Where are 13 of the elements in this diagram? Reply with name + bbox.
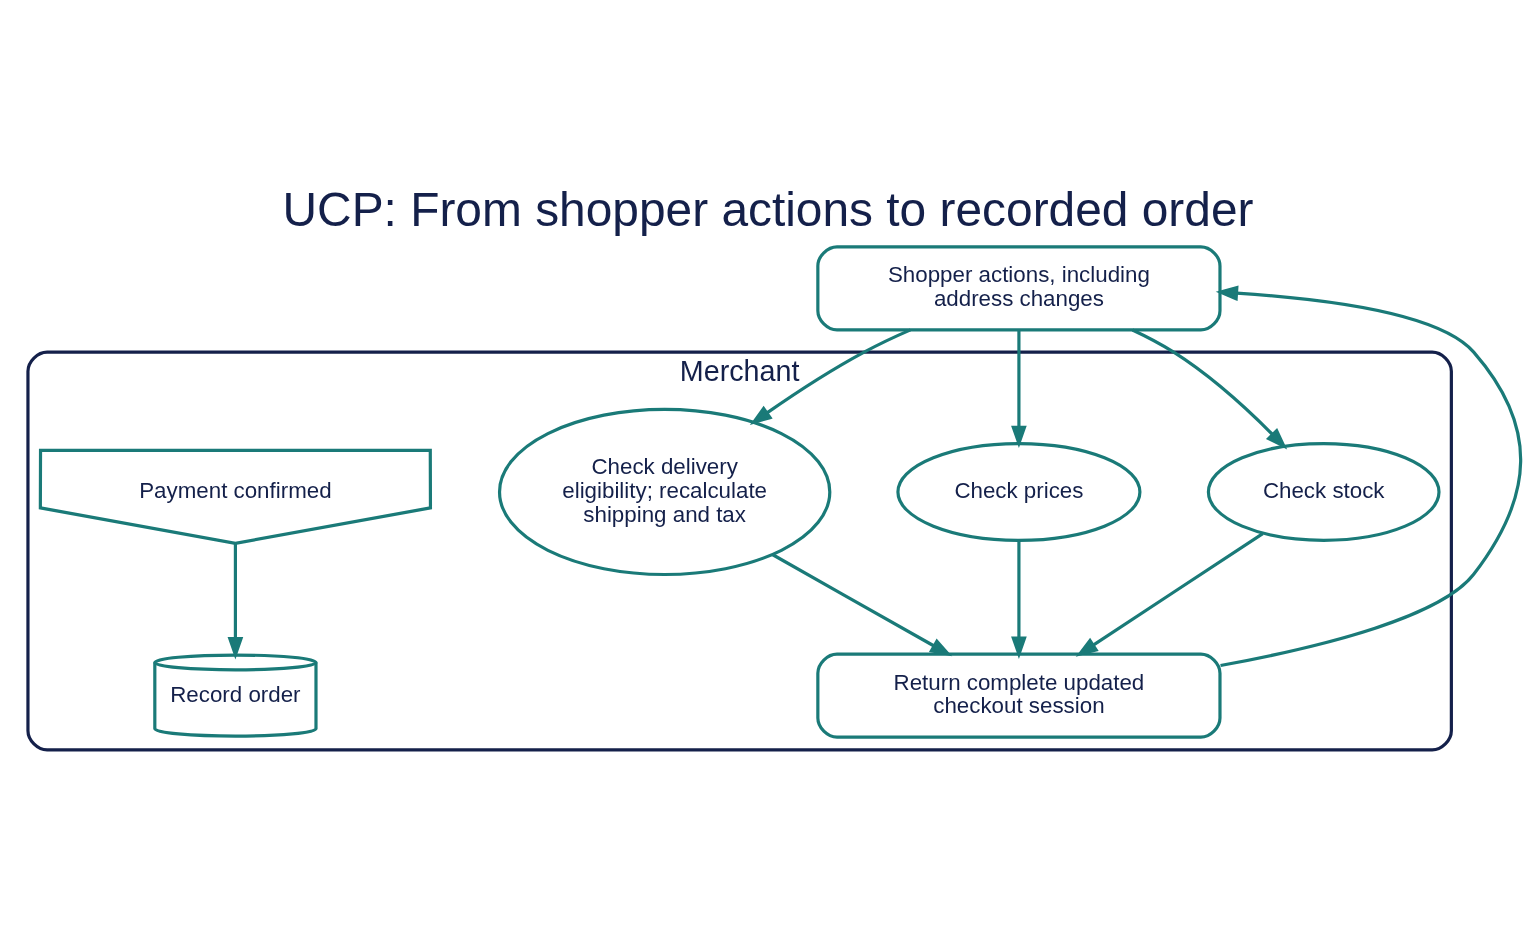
node-ellipse: Check prices (896, 442, 1142, 542)
node-box: Shopper actions, including address changes (816, 245, 1222, 332)
arrow (1131, 328, 1288, 450)
arrow (1215, 285, 1523, 668)
node-box: Return complete updated checkout session (816, 652, 1222, 739)
arrow (1075, 532, 1264, 657)
node-ellipse: Check stock (1206, 442, 1441, 542)
arrow (771, 553, 953, 657)
arrow (1011, 330, 1027, 449)
arrow (749, 328, 912, 425)
arrow (1011, 540, 1027, 659)
diagram-title: UCP: From shopper actions to recorded order (282, 183, 1254, 237)
arrow (227, 543, 244, 660)
